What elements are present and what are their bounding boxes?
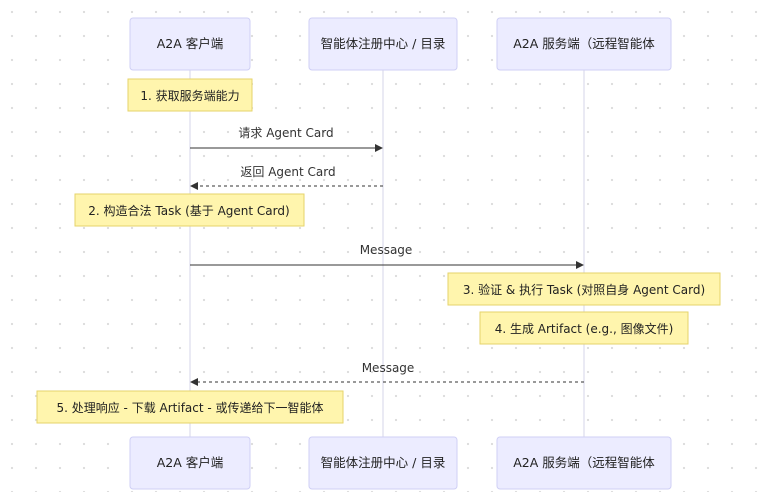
- message-4-label: Message: [362, 361, 415, 375]
- note-3-text: 3. 验证 & 执行 Task (对照自身 Agent Card): [463, 282, 705, 297]
- actor-server-top: A2A 服务端（远程智能体: [496, 17, 672, 71]
- actor-client-top: A2A 客户端: [129, 17, 251, 71]
- actor-registry-bottom-label: 智能体注册中心 / 目录: [321, 455, 446, 470]
- actor-server-label: A2A 服务端（远程智能体: [513, 36, 655, 51]
- note-1: 1. 获取服务端能力: [127, 78, 253, 112]
- note-4-text: 4. 生成 Artifact (e.g., 图像文件): [495, 321, 674, 336]
- actor-client-bottom-label: A2A 客户端: [157, 455, 224, 470]
- note-1-text: 1. 获取服务端能力: [140, 88, 239, 103]
- message-1-label: 请求 Agent Card: [238, 126, 333, 140]
- note-3: 3. 验证 & 执行 Task (对照自身 Agent Card): [447, 272, 721, 306]
- note-2: 2. 构造合法 Task (基于 Agent Card): [74, 193, 305, 227]
- message-3-label: Message: [360, 243, 413, 257]
- actor-server-bottom: A2A 服务端（远程智能体: [496, 436, 672, 490]
- actor-client-bottom: A2A 客户端: [129, 436, 251, 490]
- note-4: 4. 生成 Artifact (e.g., 图像文件): [479, 311, 689, 345]
- note-5: 5. 处理响应 - 下载 Artifact - 或传递给下一智能体: [36, 390, 344, 424]
- note-2-text: 2. 构造合法 Task (基于 Agent Card): [88, 203, 289, 218]
- actor-registry-top: 智能体注册中心 / 目录: [308, 17, 458, 71]
- actor-registry-bottom: 智能体注册中心 / 目录: [308, 436, 458, 490]
- actor-server-bottom-label: A2A 服务端（远程智能体: [513, 455, 655, 470]
- actor-registry-label: 智能体注册中心 / 目录: [321, 36, 446, 51]
- note-5-text: 5. 处理响应 - 下载 Artifact - 或传递给下一智能体: [56, 400, 323, 415]
- actor-client-label: A2A 客户端: [157, 36, 224, 51]
- message-2-label: 返回 Agent Card: [240, 165, 335, 179]
